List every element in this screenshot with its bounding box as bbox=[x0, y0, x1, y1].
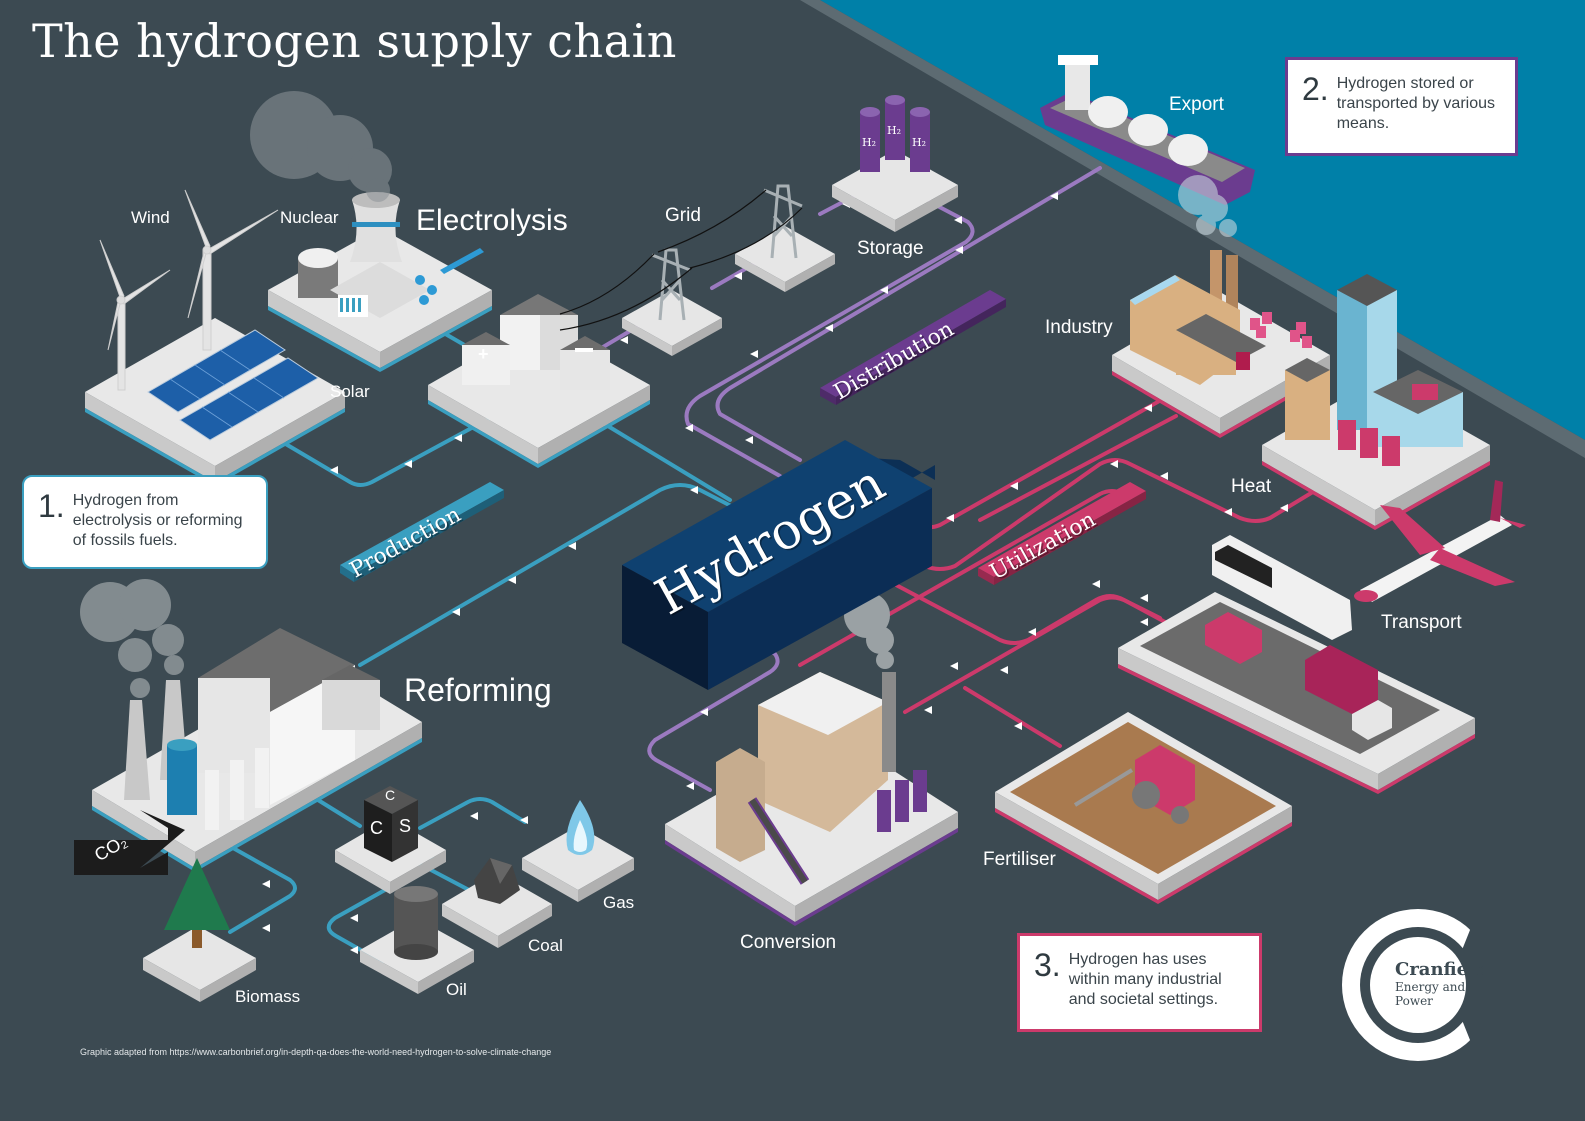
gas-label: Gas bbox=[603, 893, 635, 912]
conversion-label: Conversion bbox=[740, 932, 837, 953]
city-buildings-icon bbox=[1285, 274, 1463, 466]
ccs-top-letter: C bbox=[385, 787, 396, 803]
train-icon bbox=[1212, 535, 1352, 640]
ccs-cube-icon bbox=[364, 786, 418, 862]
h2-tank-label: H₂ bbox=[887, 124, 902, 137]
note-utilization: 3. Hydrogen has uses within many industr… bbox=[1017, 933, 1262, 1032]
cranfield-logo bbox=[1342, 905, 1500, 1065]
heat-label: Heat bbox=[1231, 476, 1272, 497]
utilization-slab bbox=[978, 482, 1146, 585]
reforming-plant-icon bbox=[124, 628, 380, 830]
nuclear-label: Nuclear bbox=[280, 208, 339, 227]
industry-smoke-icon bbox=[1178, 175, 1237, 237]
reforming-heading: Reforming bbox=[404, 672, 552, 708]
page-title: The hydrogen supply chain bbox=[32, 14, 677, 68]
electrolyser-building-icon: + bbox=[462, 294, 610, 390]
biomass-label: Biomass bbox=[235, 987, 301, 1006]
note-production: 1. Hydrogen from electrolysis or reformi… bbox=[22, 475, 268, 569]
distribution-slab bbox=[820, 290, 1006, 405]
coal-label: Coal bbox=[528, 936, 563, 955]
note-number: 2. bbox=[1302, 71, 1329, 107]
wind-turbine-icon bbox=[99, 189, 279, 391]
wind-label: Wind bbox=[131, 208, 170, 227]
note-distribution: 2. Hydrogen stored or transported by var… bbox=[1285, 57, 1518, 156]
conversion-plant-icon bbox=[716, 672, 927, 885]
source-credit: Graphic adapted from https://www.carbonb… bbox=[80, 1047, 552, 1057]
transport-label: Transport bbox=[1381, 612, 1462, 633]
power-line bbox=[559, 189, 803, 331]
pink-crates-icon bbox=[1250, 312, 1312, 348]
coal-icon bbox=[474, 858, 520, 904]
factory-icon bbox=[1130, 250, 1266, 385]
note-text: Hydrogen has uses within many industrial… bbox=[1068, 951, 1222, 1008]
h2-tank-label: H₂ bbox=[912, 136, 927, 149]
production-slab bbox=[340, 482, 504, 582]
note-number: 1. bbox=[38, 488, 65, 524]
note-number: 3. bbox=[1034, 947, 1061, 983]
grid-label: Grid bbox=[665, 205, 701, 226]
h2-tank-icon bbox=[860, 95, 930, 172]
gas-platform bbox=[522, 826, 634, 902]
pylon-icon bbox=[651, 184, 803, 321]
industry-label: Industry bbox=[1045, 317, 1113, 338]
hydrogen-hub-block bbox=[622, 440, 935, 690]
production-flow-arrows bbox=[262, 434, 698, 954]
reforming-smoke-icon bbox=[80, 579, 184, 698]
truck-icon bbox=[1305, 645, 1392, 740]
svg-text:+: + bbox=[478, 344, 489, 364]
smoke-cloud-icon bbox=[250, 91, 392, 202]
oil-label: Oil bbox=[446, 980, 467, 999]
export-label: Export bbox=[1169, 94, 1224, 115]
solar-label: Solar bbox=[330, 382, 370, 401]
logo-subtitle-2: Power bbox=[1395, 994, 1433, 1008]
wind-solar-platform bbox=[85, 318, 345, 486]
coal-platform bbox=[442, 872, 552, 948]
ccs-left-letter: C bbox=[370, 818, 383, 838]
storage-platform bbox=[832, 150, 958, 232]
biomass-platform bbox=[143, 926, 256, 1002]
cranfield-logo-text: Cranfield Energy and Power bbox=[1395, 959, 1488, 1009]
airplane-icon bbox=[1354, 480, 1526, 602]
fertiliser-label: Fertiliser bbox=[983, 849, 1056, 870]
logo-name: Cranfield bbox=[1395, 959, 1488, 980]
solar-panel-icon bbox=[147, 329, 319, 441]
co2-arrow-icon bbox=[74, 810, 185, 875]
oil-barrel-icon bbox=[394, 886, 438, 960]
h2-tank-label: H₂ bbox=[862, 136, 877, 149]
tree-icon bbox=[164, 858, 230, 948]
storage-label: Storage bbox=[857, 238, 924, 259]
car-icon bbox=[1205, 612, 1262, 664]
logo-subtitle-1: Energy and bbox=[1395, 980, 1466, 994]
tractor-icon bbox=[1073, 745, 1195, 824]
grid-pylon-platform bbox=[622, 226, 835, 356]
gas-flame-icon bbox=[566, 800, 595, 855]
note-text: Hydrogen from electrolysis or reforming … bbox=[72, 492, 243, 549]
utilization-flow-arrows bbox=[924, 404, 1288, 730]
electrolysis-heading: Electrolysis bbox=[416, 204, 568, 237]
ccs-right-letter: S bbox=[399, 816, 412, 836]
note-text: Hydrogen stored or transported by variou… bbox=[1336, 75, 1495, 132]
